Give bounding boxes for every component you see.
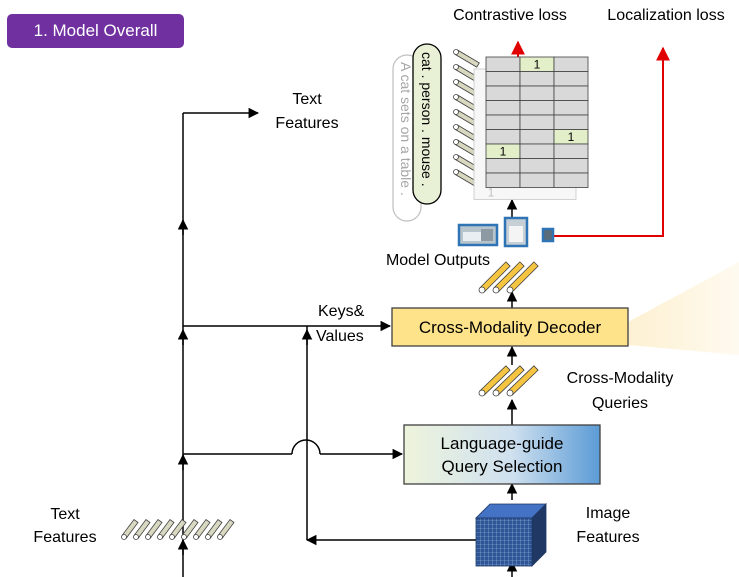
text-features-bottom-label-2: Features — [33, 529, 96, 546]
localization-loss-arrow — [553, 46, 670, 237]
text-feature-bar — [121, 518, 139, 540]
text-feature-bar — [193, 518, 211, 540]
output-bar — [492, 261, 525, 294]
token-feature-bar — [453, 49, 480, 68]
matrix-cell — [519, 172, 555, 188]
text-feature-bar — [205, 518, 223, 540]
matrix-cell — [519, 85, 555, 101]
text-feature-bar — [157, 518, 175, 540]
section-badge: 1. Model Overall — [7, 14, 184, 48]
matrix-cell — [519, 71, 555, 87]
language-guide-query-selection-box — [403, 424, 601, 485]
image-features-label-2: Features — [576, 529, 639, 546]
matrix-cell — [519, 143, 555, 159]
text-features-top-label-2: Features — [275, 115, 338, 132]
matrix-cell — [553, 71, 589, 87]
matrix-cell — [519, 100, 555, 116]
matrix-cell — [553, 85, 589, 101]
text-features-bottom-label-1: Text — [50, 506, 80, 523]
prompt-sentence-text: A cat sets on a table . — [398, 62, 414, 196]
image-features-cube — [475, 503, 547, 567]
zoom-beam — [628, 262, 739, 355]
selection-label-line2: Query Selection — [442, 457, 563, 476]
matrix-cell — [553, 114, 589, 130]
text-feature-bar — [169, 518, 187, 540]
text-features-top-label-1: Text — [292, 91, 322, 108]
token-feature-bars — [453, 49, 480, 188]
matrix-cell — [485, 85, 521, 101]
matrix-cell — [485, 158, 521, 174]
prompt-tokens-text: cat . person . mouse . — [419, 52, 435, 187]
text-feature-bars — [121, 518, 235, 540]
query-bars — [478, 365, 539, 397]
keys-values-label-1: Keys& — [318, 303, 365, 320]
matrix-cell — [485, 71, 521, 87]
matrix-cell — [553, 143, 589, 159]
matrix-cell — [485, 129, 521, 145]
localization-loss-label: Localization loss — [607, 7, 724, 24]
cross-modality-queries-label-2: Queries — [592, 395, 648, 412]
cross-modality-decoder-box — [391, 307, 629, 347]
matrix-one-label: 1 — [568, 130, 575, 144]
model-output-thumbnails — [457, 216, 555, 248]
text-feature-bar — [145, 518, 163, 540]
output-bar — [478, 261, 511, 294]
similarity-matrix: 1 1 1 1 — [473, 56, 589, 200]
matrix-cell — [519, 114, 555, 130]
token-feature-bar — [453, 79, 480, 98]
image-features-label-1: Image — [586, 505, 631, 522]
matrix-cell — [519, 129, 555, 145]
matrix-cell — [553, 100, 589, 116]
matrix-cell — [485, 100, 521, 116]
matrix-shadow-one: 1 — [488, 186, 495, 200]
matrix-cell — [485, 56, 521, 72]
query-bar — [478, 365, 511, 397]
query-bar — [492, 365, 525, 397]
matrix-cell — [553, 56, 589, 72]
model-outputs-label: Model Outputs — [386, 252, 490, 269]
matrix-cell — [485, 114, 521, 130]
output-bar — [506, 261, 539, 294]
text-feature-bar — [181, 518, 199, 540]
contrastive-loss-label: Contrastive loss — [453, 7, 567, 24]
output-bars — [478, 261, 539, 294]
query-bar — [506, 365, 539, 397]
matrix-one-label: 1 — [500, 145, 507, 159]
selection-label-line1: Language-guide — [441, 434, 564, 453]
crossover-hop — [291, 439, 321, 455]
keys-values-label-2: Values — [316, 328, 364, 345]
matrix-cell — [519, 158, 555, 174]
matrix-cell — [553, 158, 589, 174]
cross-modality-queries-label-1: Cross-Modality — [567, 370, 674, 387]
decoder-label: Cross-Modality Decoder — [419, 318, 602, 337]
matrix-cell — [553, 172, 589, 188]
matrix-one-label: 1 — [534, 58, 541, 72]
prompt-tokens-pill: cat . person . mouse . — [412, 43, 442, 205]
matrix-cell — [485, 172, 521, 188]
text-feature-bar — [217, 518, 235, 540]
text-feature-bar — [133, 518, 151, 540]
output-image-mouse — [541, 227, 555, 243]
